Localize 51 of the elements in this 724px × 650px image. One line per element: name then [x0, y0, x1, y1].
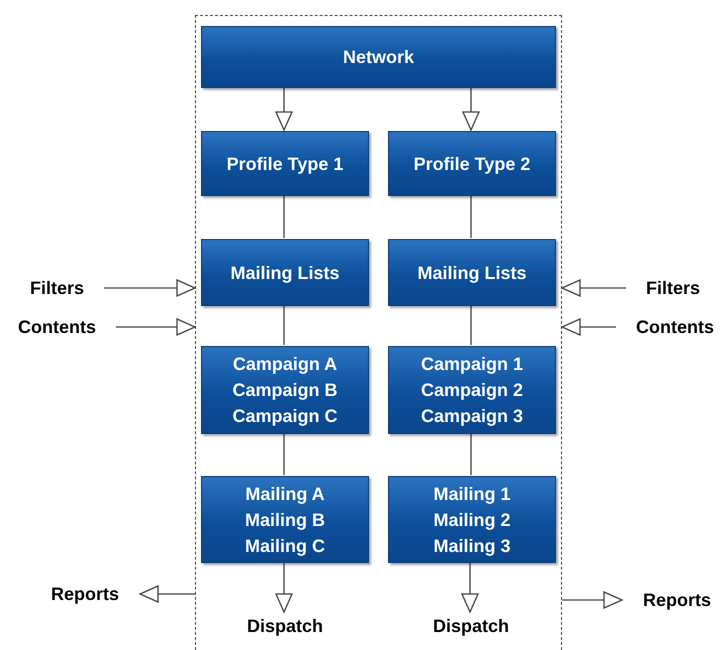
- arrow: [104, 279, 196, 297]
- process-box: [388, 239, 556, 306]
- arrow: [139, 585, 195, 603]
- dashed-boundary: [195, 15, 562, 650]
- box-label: Network: [342, 46, 414, 69]
- arrow: [275, 562, 293, 613]
- arrow: [562, 591, 623, 609]
- box-label: Campaign 1: [420, 353, 524, 376]
- box-label: Campaign A: [232, 353, 338, 376]
- arrow: [275, 87, 293, 131]
- process-box: [388, 476, 556, 563]
- box-label: Profile Type 2: [414, 152, 530, 176]
- box-label: Campaign C: [232, 405, 338, 428]
- process-box: [388, 346, 556, 434]
- process-box: [201, 26, 556, 88]
- process-box: [201, 476, 369, 563]
- arrow: [561, 318, 616, 336]
- box-label: Campaign 2: [420, 379, 524, 402]
- text-label: Dispatch: [432, 616, 510, 636]
- box-label: Mailing Lists: [230, 262, 340, 285]
- process-box: [201, 131, 369, 196]
- box-label: Campaign 3: [420, 405, 524, 428]
- arrow: [462, 87, 480, 131]
- connector-line: [470, 305, 472, 345]
- text-label: Reports: [50, 584, 119, 604]
- connector-line: [283, 305, 285, 345]
- text-label: Contents: [636, 316, 714, 338]
- text-label: Contents: [18, 316, 96, 338]
- box-label: Mailing 3: [433, 534, 510, 558]
- box-label: Mailing Lists: [417, 262, 526, 285]
- connector-line: [283, 195, 285, 238]
- box-label: Mailing 2: [433, 508, 510, 532]
- box-label: Mailing A: [245, 482, 325, 506]
- box-label: Mailing 1: [433, 482, 510, 506]
- process-box: [201, 346, 369, 434]
- arrow: [461, 562, 479, 613]
- box-label: Mailing B: [245, 508, 325, 532]
- box-label: Campaign B: [232, 379, 338, 402]
- connector-line: [470, 433, 472, 475]
- process-box: [201, 239, 369, 306]
- text-label: Dispatch: [246, 616, 324, 636]
- arrow: [561, 279, 626, 297]
- text-label: Filters: [646, 278, 700, 298]
- box-label: Profile Type 1: [226, 152, 344, 176]
- box-label: Mailing C: [245, 534, 325, 558]
- connector-line: [283, 433, 285, 475]
- text-label: Filters: [30, 278, 84, 298]
- process-box: [388, 131, 556, 196]
- text-label: Reports: [642, 590, 711, 610]
- arrow: [116, 318, 196, 336]
- connector-line: [470, 195, 472, 238]
